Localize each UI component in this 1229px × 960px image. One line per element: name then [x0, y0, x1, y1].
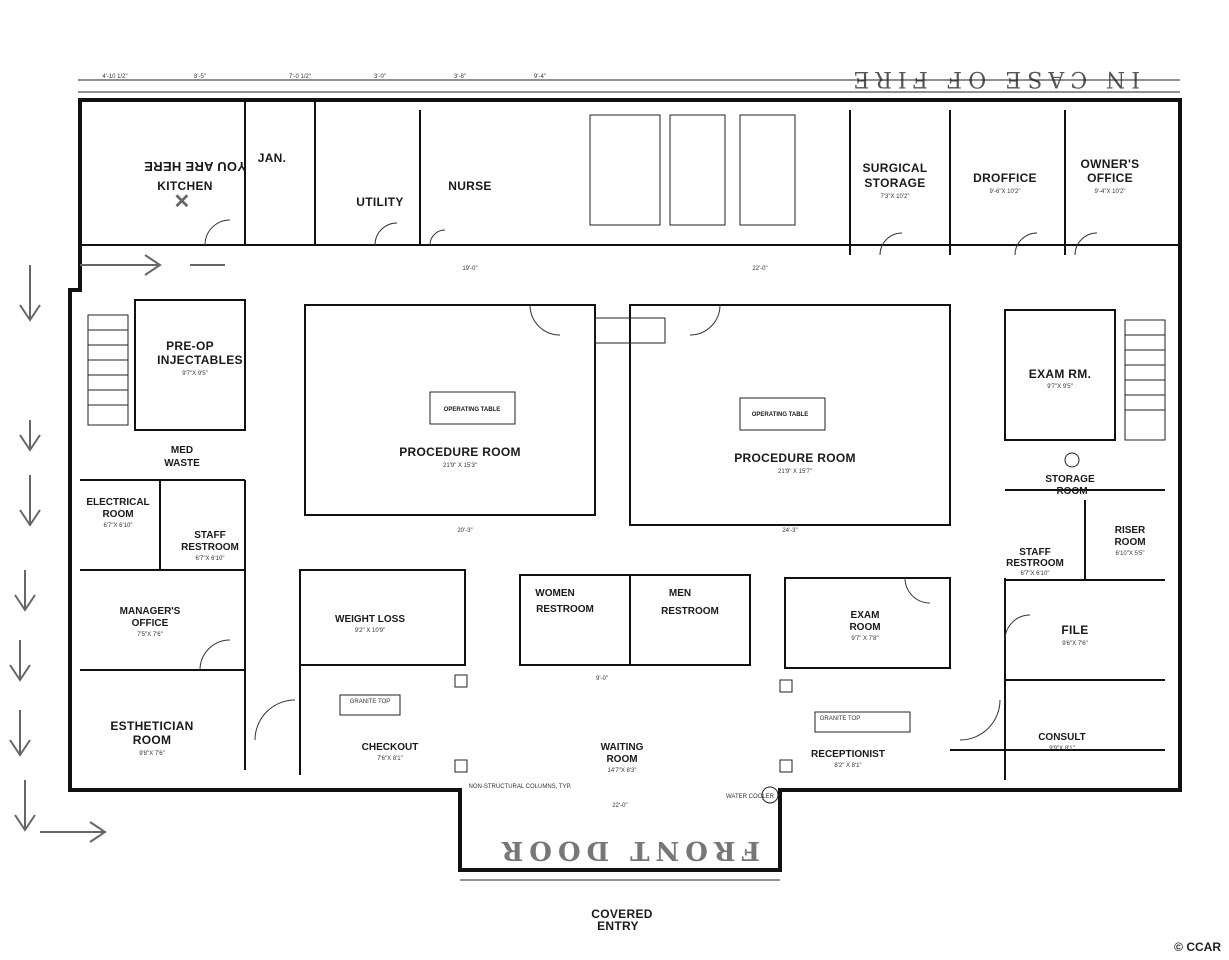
dim-top-3: 7'-0 1/2": [289, 74, 311, 80]
room-staff-rr-1b: RESTROOM: [181, 542, 239, 553]
granite-top-1: GRANITE TOP: [350, 699, 390, 705]
room-droffice: DROFFICE: [973, 171, 1037, 185]
non-structural-note: NON-STRUCTURAL COLUMNS, TYP.: [469, 784, 572, 790]
room-file: FILE: [1061, 623, 1088, 637]
room-waiting-2: ROOM: [606, 754, 637, 765]
room-surgical: SURGICAL: [862, 161, 927, 175]
room-staff-rr-1: STAFF: [194, 530, 225, 541]
room-owners-dim: 9'-4"X 10'2": [1095, 189, 1126, 195]
dim-top-2: 8'-5": [194, 74, 206, 80]
room-owners: OWNER'S: [1081, 157, 1140, 171]
room-jan: JAN.: [258, 151, 287, 165]
room-esthetician-dim: 9'8"X 7'6": [139, 751, 165, 757]
room-exam-rm-dim: 9'7"X 9'5": [1047, 384, 1073, 390]
front-door-text: FRONT DOOR: [496, 835, 760, 865]
room-electrical: ELECTRICAL: [86, 497, 149, 508]
room-consult: CONSULT: [1038, 732, 1086, 743]
dim-mid-4: 24'-3": [782, 528, 797, 534]
room-staff-rr-2: STAFF: [1019, 547, 1050, 558]
room-owners-2: OFFICE: [1087, 171, 1133, 185]
you-are-here-marker: YOU ARE HERE: [144, 159, 246, 174]
room-waiting: WAITING: [601, 742, 644, 753]
room-preop-2: INJECTABLES: [157, 353, 243, 367]
room-staff-rr-2-dim: 6'7"X 6'10": [1021, 571, 1050, 577]
room-file-dim: 9'6"X 7'6": [1062, 641, 1088, 647]
room-weight-loss: WEIGHT LOSS: [335, 614, 405, 625]
room-managers-dim: 7'5"X 7'6": [137, 632, 163, 638]
room-droffice-dim: 9'-6"X 10'2": [990, 189, 1021, 195]
room-exam-rm: EXAM RM.: [1029, 367, 1091, 381]
evacuation-arrows: [9, 254, 225, 843]
room-women: WOMEN: [535, 588, 574, 599]
operating-table-2: OPERATING TABLE: [752, 412, 808, 418]
room-storage: STORAGE: [1045, 474, 1095, 485]
room-esthetician-2: ROOM: [133, 733, 172, 747]
room-men: MEN: [669, 588, 691, 599]
operating-table-1: OPERATING TABLE: [444, 407, 500, 413]
dim-top-6: 9'-4": [534, 74, 546, 80]
room-receptionist-dim: 8'2" X 8'1": [834, 763, 861, 769]
room-men-2: RESTROOM: [661, 606, 719, 617]
room-nurse: NURSE: [448, 179, 492, 193]
x-marker: ✕: [173, 191, 190, 213]
covered-entry: COVERED: [591, 907, 652, 921]
room-exam-2b: ROOM: [849, 622, 880, 633]
room-exam-2-dim: 9'7" X 7'8": [851, 636, 878, 642]
room-women-2: RESTROOM: [536, 604, 594, 615]
room-procedure-1: PROCEDURE ROOM: [399, 445, 521, 459]
room-procedure-1-dim: 21'9" X 15'3": [443, 463, 477, 469]
room-esthetician: ESTHETICIAN: [110, 719, 193, 733]
room-weight-loss-dim: 9'2" X 10'9": [355, 628, 386, 634]
room-staff-rr-2b: RESTROOM: [1006, 558, 1064, 569]
room-riser-dim: 6'10"X 5'5": [1116, 551, 1145, 557]
fire-note-text: IN CASE OF FIRE: [847, 66, 1140, 91]
room-riser: RISER: [1115, 525, 1146, 536]
room-checkout: CHECKOUT: [362, 742, 419, 753]
dim-mid-3: 20'-3": [457, 528, 472, 534]
dim-mid-2: 22'-0": [752, 266, 767, 272]
procedure-room-2-walls: [629, 304, 951, 526]
room-surgical-2: STORAGE: [864, 176, 925, 190]
stairs-left: [87, 314, 129, 426]
room-electrical-2: ROOM: [102, 509, 133, 520]
room-storage-2: ROOM: [1056, 486, 1087, 497]
room-surgical-dim: 7'3"X 10'2": [881, 194, 910, 200]
dim-bot-1: 9'-0": [596, 676, 608, 682]
room-preop-dim: 9'7"X 9'5": [182, 371, 208, 377]
stairs-right: [1124, 319, 1166, 441]
fire-note: IN CASE OF FIRE: [847, 66, 1140, 91]
room-checkout-dim: 7'6"X 8'1": [377, 756, 403, 762]
dim-top-4: 3'-0": [374, 74, 386, 80]
dim-bot-2: 22'-0": [612, 803, 627, 809]
room-medwaste: MED: [171, 445, 193, 456]
room-exam-2: EXAM: [851, 610, 880, 621]
room-procedure-2-dim: 21'9" X 15'7": [778, 469, 812, 475]
room-utility: UTILITY: [356, 195, 403, 209]
dim-top-5: 3'-8": [454, 74, 466, 80]
room-medwaste-2: WASTE: [164, 458, 200, 469]
dim-top-1: 4'-10 1/2": [102, 74, 127, 80]
room-managers: MANAGER'S: [120, 606, 181, 617]
room-electrical-dim: 6'7"X 6'10": [104, 523, 133, 529]
room-procedure-2: PROCEDURE ROOM: [734, 451, 856, 465]
room-waiting-dim: 14'7"X 8'3": [608, 768, 637, 774]
granite-top-2: GRANITE TOP: [820, 716, 860, 722]
water-cooler: WATER COOLER: [726, 794, 775, 800]
room-riser-2: ROOM: [1114, 537, 1145, 548]
covered-entry-2: ENTRY: [597, 919, 639, 933]
procedure-room-1-walls: [304, 304, 596, 516]
room-managers-2: OFFICE: [132, 618, 169, 629]
room-staff-rr-1-dim: 6'7"X 6'10": [196, 556, 225, 562]
room-kitchen: KITCHEN: [157, 179, 212, 193]
ccar-watermark: © CCAR: [1174, 940, 1221, 954]
dim-mid-1: 19'-0": [462, 266, 477, 272]
front-door-label: FRONT DOOR: [496, 835, 760, 865]
room-consult-dim: 9'9"X 8'1": [1049, 746, 1075, 752]
room-preop: PRE-OP: [166, 339, 214, 353]
you-are-here-text: YOU ARE HERE: [144, 159, 246, 174]
room-receptionist: RECEPTIONIST: [811, 749, 885, 760]
exterior-wall: [68, 98, 1182, 872]
